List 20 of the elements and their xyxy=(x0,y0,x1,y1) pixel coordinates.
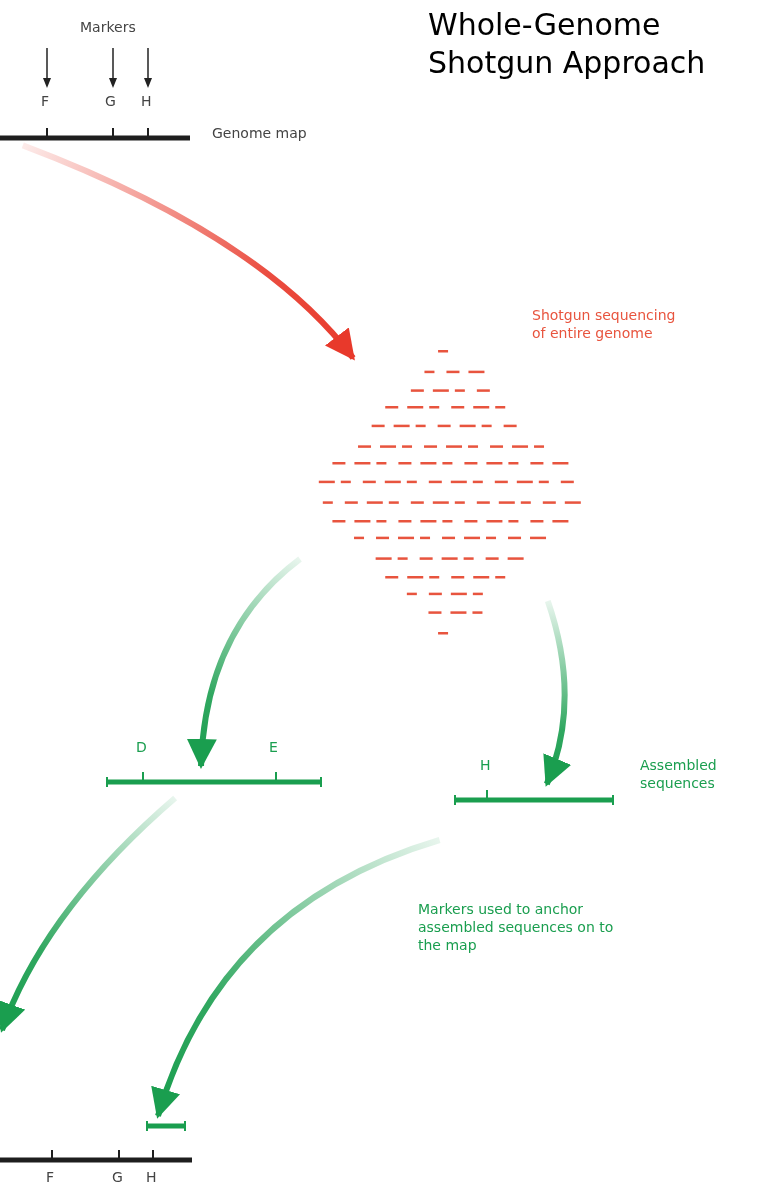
title: Whole-Genome Shotgun Approach xyxy=(428,6,707,81)
node-label: Shotgun sequencing of entire genome xyxy=(532,306,677,343)
marker-label: Markers xyxy=(80,18,136,37)
marker-letter: D xyxy=(136,738,147,757)
node-label: Genome map xyxy=(212,124,308,143)
marker-letter: H xyxy=(146,1168,157,1187)
arrow xyxy=(0,795,178,1033)
marker-letter: E xyxy=(269,738,278,757)
arrow xyxy=(21,142,356,361)
caption: Markers used to anchor assembled sequences on to the map xyxy=(418,900,615,955)
marker-letter: F xyxy=(46,1168,55,1187)
arrow xyxy=(187,556,302,769)
arrow xyxy=(542,600,571,787)
caption: Assembled sequences xyxy=(640,756,718,793)
marker-letter: G xyxy=(112,1168,123,1187)
marker-letter: F xyxy=(41,92,50,111)
marker-letter: H xyxy=(141,92,152,111)
marker-letter: G xyxy=(105,92,116,111)
marker-letter: H xyxy=(480,756,491,775)
arrow xyxy=(152,837,441,1119)
